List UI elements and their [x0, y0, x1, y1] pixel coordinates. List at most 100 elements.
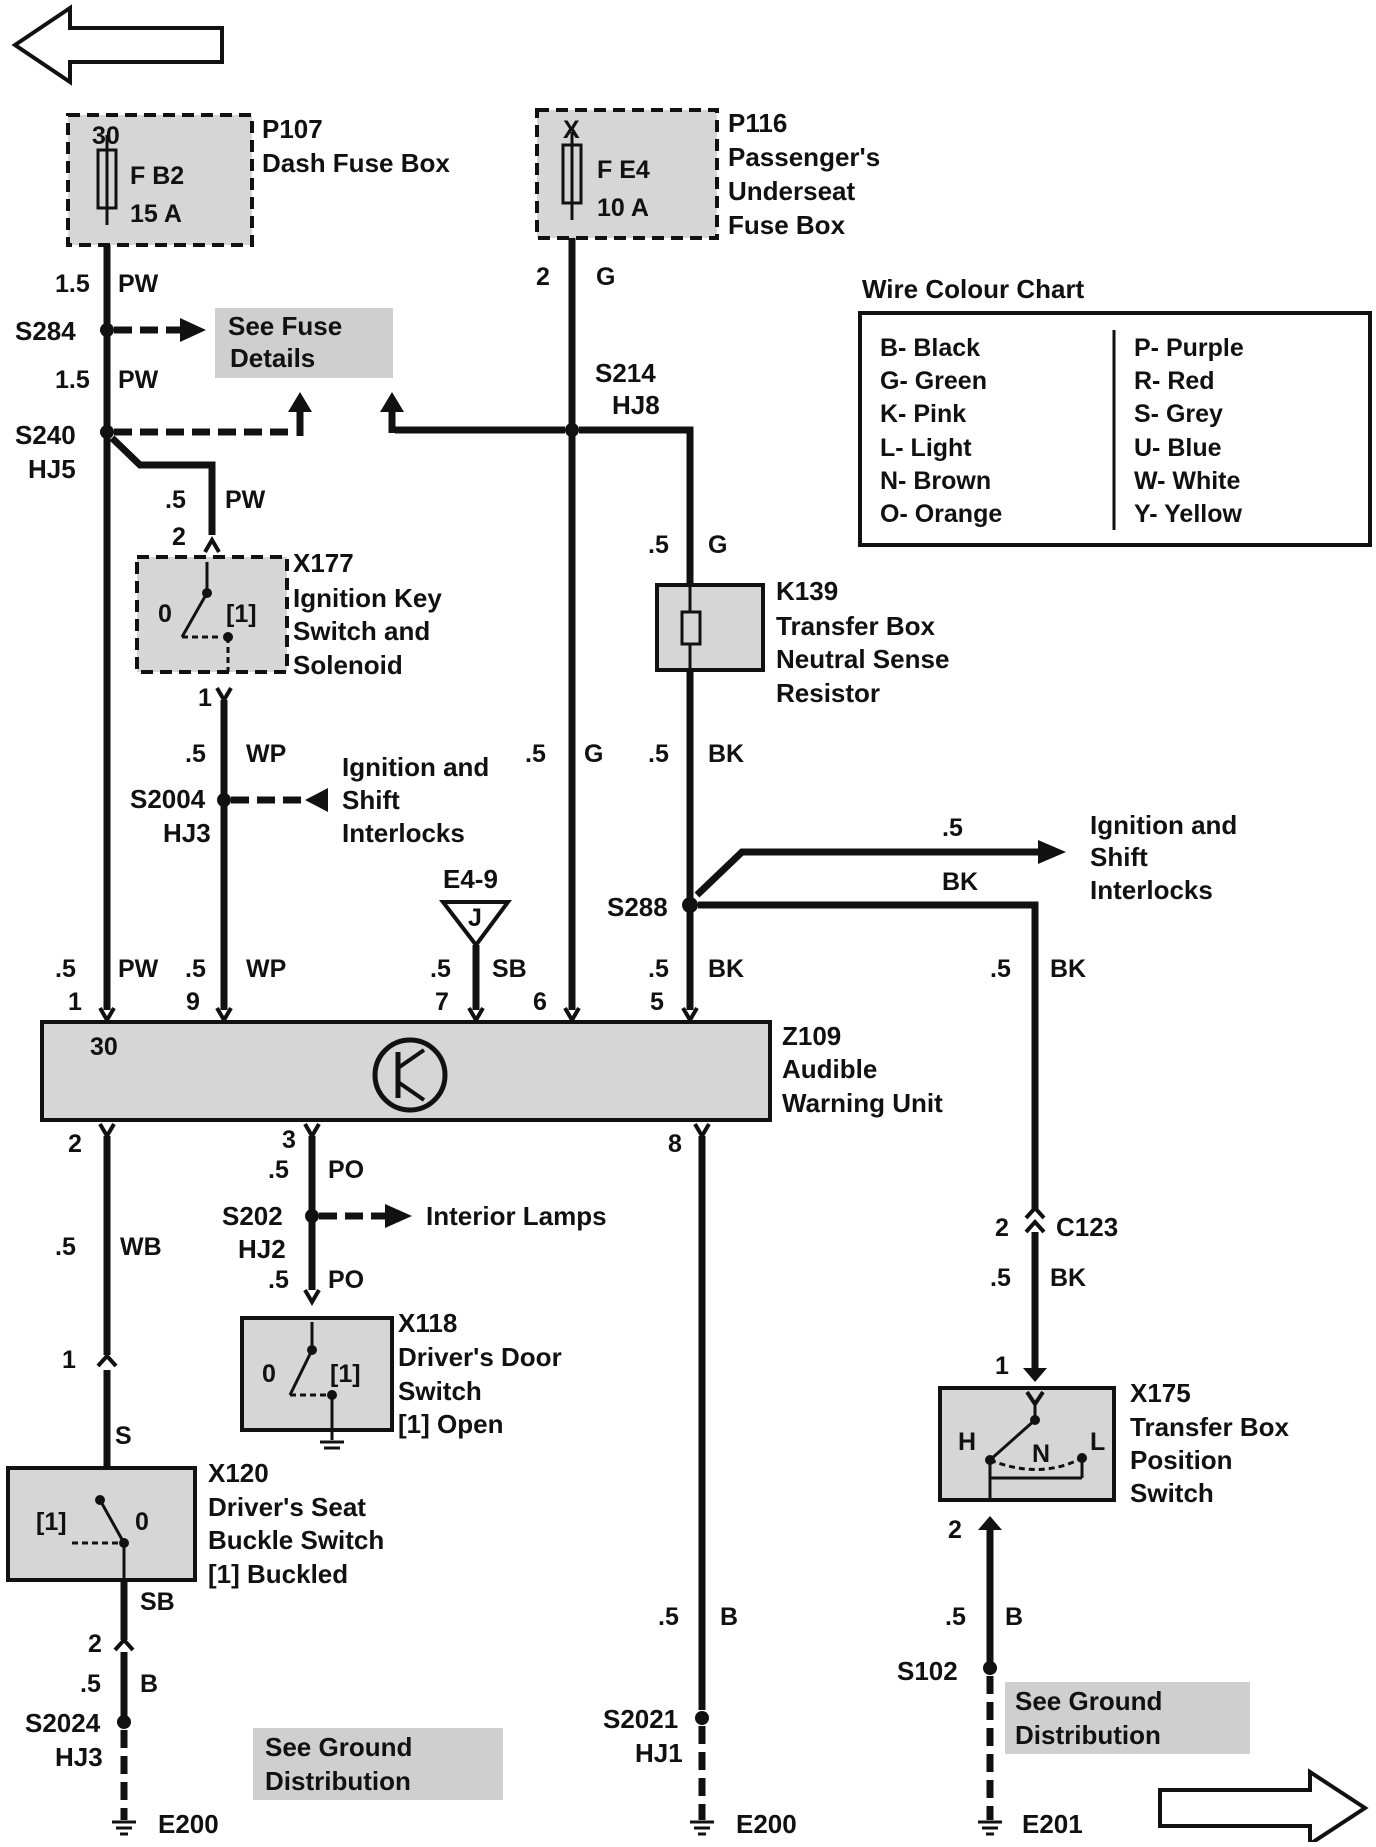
- svg-text:Z109: Z109: [782, 1021, 841, 1051]
- svg-text:9: 9: [186, 988, 200, 1016]
- x118-door-switch: 0 [1] X118 Driver's Door Switch [1] Open: [240, 1308, 562, 1450]
- svg-text:Neutral Sense: Neutral Sense: [776, 644, 949, 674]
- svg-text:S: S: [115, 1422, 132, 1450]
- fuse-details-reference[interactable]: See Fuse Details: [215, 308, 393, 378]
- chart-right-5: W- White: [1134, 467, 1241, 495]
- svg-text:E200: E200: [158, 1809, 219, 1839]
- wire-colour-chart: Wire Colour Chart B- Black G- Green K- P…: [858, 274, 1372, 547]
- splice-s284: S284: [15, 316, 206, 346]
- p116-underseat-fuse-box: X F E4 10 A P116 Passenger's Underseat F…: [535, 108, 880, 240]
- wire-pw-main: 1.5 PW 1.5 PW .5 PW 1: [55, 245, 159, 1024]
- svg-text:[1]: [1]: [36, 1508, 67, 1536]
- svg-text:E200: E200: [736, 1809, 797, 1839]
- chart-left-2: G- Green: [880, 367, 987, 395]
- chart-right-6: Y- Yellow: [1134, 500, 1242, 528]
- svg-text:.5: .5: [942, 814, 963, 842]
- wire-po: 3 .5 PO S202 HJ2 Interior Lamps .5 PO: [222, 1122, 607, 1306]
- svg-text:S2021: S2021: [603, 1704, 678, 1734]
- svg-text:HJ3: HJ3: [55, 1742, 103, 1772]
- svg-text:2: 2: [68, 1130, 82, 1158]
- splice-s240: S240 HJ5 .5 PW 2: [15, 392, 312, 554]
- svg-text:BK: BK: [708, 740, 744, 768]
- svg-text:.5: .5: [55, 1233, 76, 1261]
- svg-text:X118: X118: [398, 1308, 457, 1338]
- svg-text:2: 2: [536, 263, 550, 291]
- svg-text:[1] Open: [1] Open: [398, 1409, 503, 1439]
- x120-seat-buckle-switch: [1] 0 X120 Driver's Seat Buckle Switch […: [6, 1458, 384, 1589]
- svg-text:.5: .5: [648, 740, 669, 768]
- p116-rating: 10 A: [597, 194, 649, 222]
- svg-text:S202: S202: [222, 1201, 283, 1231]
- svg-text:1: 1: [995, 1352, 1009, 1380]
- svg-text:PO: PO: [328, 1156, 364, 1184]
- svg-text:B: B: [1005, 1603, 1023, 1631]
- svg-text:Switch and: Switch and: [293, 616, 430, 646]
- x177-ignition-key-switch: 0 [1] X177 Ignition Key Switch and Solen…: [135, 548, 442, 680]
- svg-text:1: 1: [62, 1346, 76, 1374]
- svg-text:Position: Position: [1130, 1445, 1233, 1475]
- svg-text:BK: BK: [1050, 1264, 1086, 1292]
- svg-text:2: 2: [172, 523, 186, 551]
- svg-text:Ignition and: Ignition and: [342, 752, 489, 782]
- p116-id: P116: [728, 108, 787, 138]
- svg-text:WB: WB: [120, 1233, 162, 1261]
- wire-b-ground-3: 2 .5 B S102 E201: [897, 1516, 1083, 1839]
- ground-distribution-reference-1[interactable]: See Ground Distribution: [253, 1728, 503, 1800]
- p107-fuse: F B2: [130, 162, 184, 190]
- svg-text:1: 1: [68, 988, 82, 1016]
- svg-text:3: 3: [282, 1126, 296, 1154]
- svg-text:Resistor: Resistor: [776, 678, 880, 708]
- svg-text:E4-9: E4-9: [443, 864, 498, 894]
- svg-text:PO: PO: [328, 1266, 364, 1294]
- next-page-arrow[interactable]: [1158, 1768, 1369, 1847]
- svg-text:PW: PW: [225, 486, 266, 514]
- svg-text:Interior Lamps: Interior Lamps: [426, 1201, 607, 1231]
- connector-c123: 2 C123 .5 BK 1: [990, 1205, 1118, 1382]
- svg-text:Transfer Box: Transfer Box: [776, 611, 935, 641]
- svg-text:1.5: 1.5: [55, 270, 90, 298]
- svg-text:BK: BK: [942, 868, 978, 896]
- svg-text:.5: .5: [648, 955, 669, 983]
- p116-name-2: Underseat: [728, 176, 855, 206]
- svg-text:.5: .5: [268, 1266, 289, 1294]
- svg-text:.5: .5: [430, 955, 451, 983]
- p107-id: P107: [262, 114, 323, 144]
- svg-text:S2024: S2024: [25, 1708, 101, 1738]
- x175-transfer-box-position-switch: H N L X175 Transfer Box Position Switch: [938, 1378, 1289, 1508]
- svg-text:Audible: Audible: [782, 1054, 877, 1084]
- svg-text:WP: WP: [246, 740, 286, 768]
- p107-pin: 30: [92, 122, 120, 150]
- svg-text:.5: .5: [990, 955, 1011, 983]
- wire-wb: 2 .5 WB 1 S: [55, 1122, 162, 1468]
- svg-text:[1] Buckled: [1] Buckled: [208, 1559, 348, 1589]
- svg-text:0: 0: [262, 1360, 276, 1388]
- svg-text:.5: .5: [525, 740, 546, 768]
- svg-text:S284: S284: [15, 316, 76, 346]
- svg-text:Distribution: Distribution: [265, 1766, 411, 1796]
- svg-text:S240: S240: [15, 420, 76, 450]
- svg-text:.5: .5: [990, 1264, 1011, 1292]
- previous-page-arrow[interactable]: [11, 4, 224, 86]
- svg-text:2: 2: [88, 1630, 102, 1658]
- svg-text:N: N: [1032, 1440, 1050, 1468]
- svg-text:PW: PW: [118, 270, 159, 298]
- svg-text:HJ5: HJ5: [28, 454, 76, 484]
- svg-text:S288: S288: [607, 892, 668, 922]
- svg-text:SB: SB: [140, 1588, 175, 1616]
- ground-distribution-reference-2[interactable]: See Ground Distribution: [1005, 1682, 1250, 1754]
- svg-text:.5: .5: [658, 1603, 679, 1631]
- svg-text:L: L: [1090, 1428, 1105, 1456]
- svg-text:PW: PW: [118, 366, 159, 394]
- svg-text:X120: X120: [208, 1458, 269, 1488]
- svg-text:30: 30: [90, 1033, 118, 1061]
- svg-text:X175: X175: [1130, 1378, 1191, 1408]
- p116-name-3: Fuse Box: [728, 210, 846, 240]
- p107-rating: 15 A: [130, 200, 182, 228]
- chart-left-3: K- Pink: [880, 400, 966, 428]
- chart-left-1: B- Black: [880, 334, 980, 362]
- svg-text:.5: .5: [185, 740, 206, 768]
- svg-text:8: 8: [668, 1130, 682, 1158]
- svg-text:SB: SB: [492, 955, 527, 983]
- svg-text:HJ1: HJ1: [635, 1738, 683, 1768]
